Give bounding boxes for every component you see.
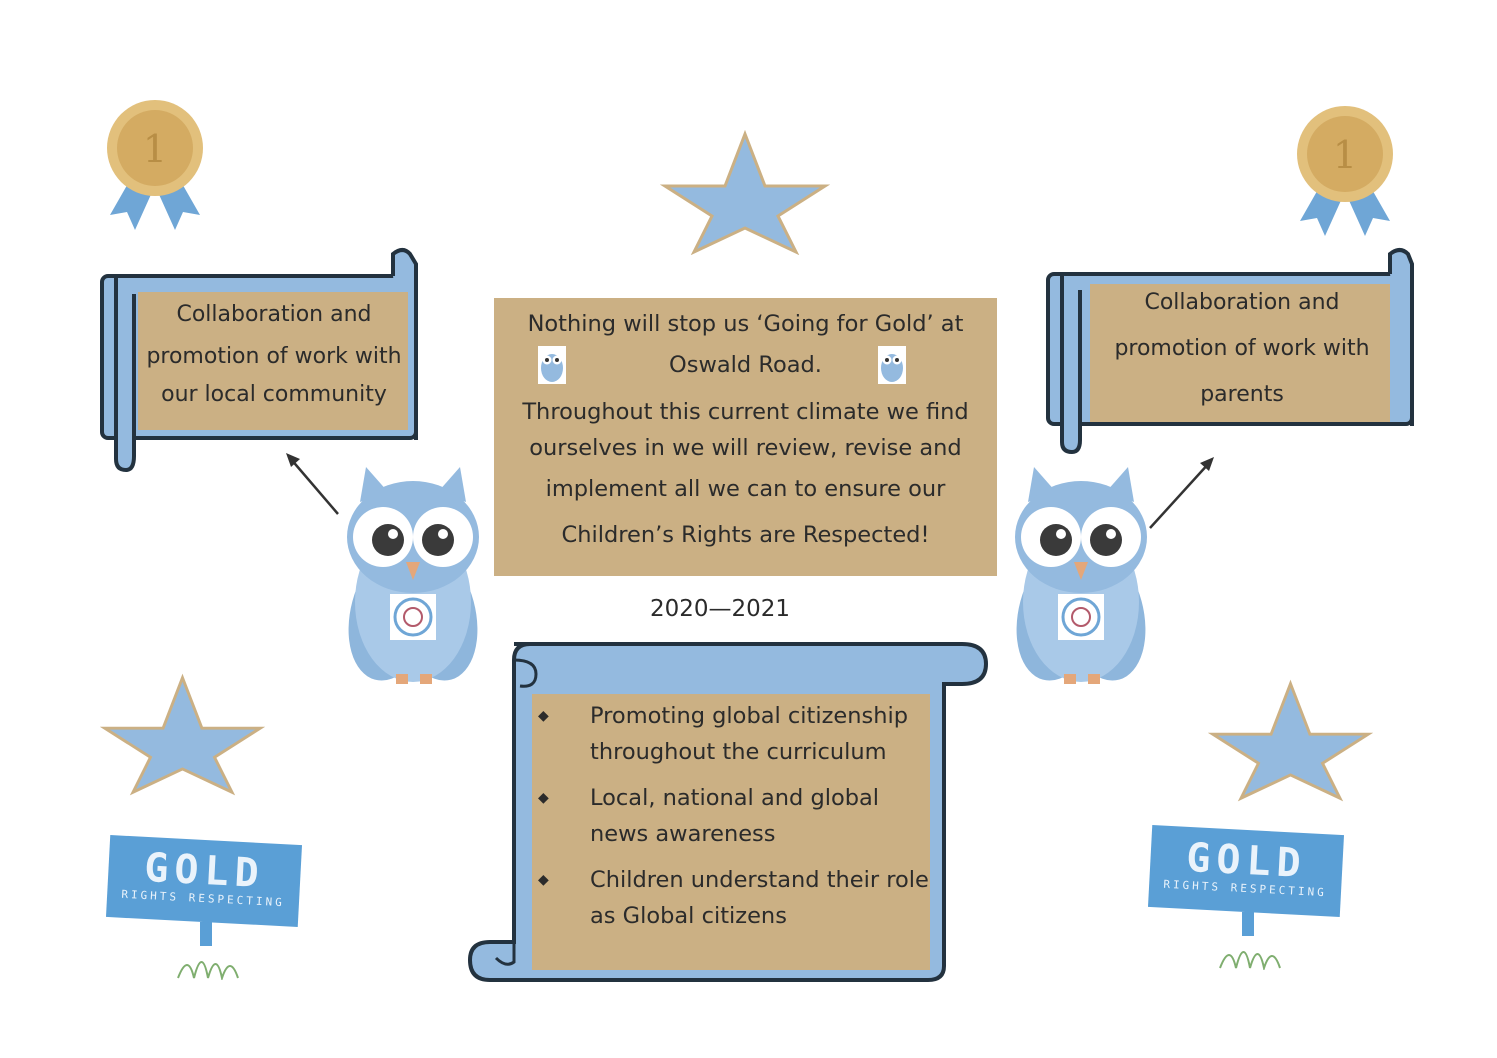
list-item-line: Local, national and global xyxy=(590,785,880,811)
list-item-line: throughout the curriculum xyxy=(590,739,887,765)
grass-icon xyxy=(177,922,239,982)
center-line: Oswald Road. xyxy=(669,352,822,378)
center-line: Nothing will stop us ‘Going for Gold’ at xyxy=(527,311,964,337)
star-icon xyxy=(1208,679,1373,802)
right-scroll-line: parents xyxy=(1200,382,1284,407)
arrow-icon xyxy=(1149,457,1214,529)
year-range: 2020—2021 xyxy=(649,596,791,622)
center-message-box: Nothing will stop us ‘Going for Gold’ at… xyxy=(494,298,997,576)
left-scroll-line: promotion of work with xyxy=(146,344,402,369)
bullet-icon: ◆ xyxy=(538,790,549,806)
medal-icon: 1 xyxy=(1297,106,1393,236)
left-scroll-line: Collaboration and xyxy=(176,302,372,327)
gold-sign-icon: GOLD RIGHTS RESPECTING xyxy=(1147,825,1346,972)
list-item: ◆ Local, national and global news awaren… xyxy=(536,780,936,852)
owl-icon xyxy=(1015,467,1147,684)
gold-sign-icon: GOLD RIGHTS RESPECTING xyxy=(105,835,304,982)
list-item-line: news awareness xyxy=(590,821,776,847)
list-item-line: Promoting global citizenship xyxy=(590,703,909,729)
bullet-icon: ◆ xyxy=(538,708,549,724)
bottom-scroll-frame xyxy=(467,642,989,982)
center-line: Children’s Rights are Respected! xyxy=(561,522,930,548)
center-line: Throughout this current climate we find xyxy=(522,399,969,425)
right-scroll-text: Collaboration and promotion of work with… xyxy=(1092,280,1392,418)
right-scroll-frame xyxy=(1046,248,1414,455)
center-line: implement all we can to ensure our xyxy=(545,476,946,502)
left-scroll-line: our local community xyxy=(161,382,387,407)
arrow-icon xyxy=(286,453,339,515)
medal-icon: 1 xyxy=(107,100,203,230)
bottom-scroll-content: ◆ Promoting global citizenship throughou… xyxy=(536,698,936,944)
right-scroll-line: Collaboration and xyxy=(1144,290,1340,315)
medal-number: 1 xyxy=(1333,133,1357,177)
left-scroll-text: Collaboration and promotion of work with… xyxy=(140,294,408,412)
right-scroll-line: promotion of work with xyxy=(1114,336,1370,361)
center-line: ourselves in we will review, revise and xyxy=(529,435,962,461)
grass-icon xyxy=(1219,912,1281,972)
star-icon xyxy=(660,130,830,255)
bullet-list: ◆ Promoting global citizenship throughou… xyxy=(536,698,936,934)
owl-icon xyxy=(878,346,906,384)
owl-icon xyxy=(538,346,566,384)
list-item: ◆ Promoting global citizenship throughou… xyxy=(536,698,936,770)
list-item-line: Children understand their role xyxy=(590,867,929,893)
left-scroll-frame xyxy=(100,248,418,473)
list-item-line: as Global citizens xyxy=(590,903,787,929)
list-item: ◆ Children understand their role as Glob… xyxy=(536,862,936,934)
owl-icon xyxy=(347,467,479,684)
star-icon xyxy=(100,673,265,796)
bullet-icon: ◆ xyxy=(538,872,549,888)
medal-number: 1 xyxy=(143,127,167,171)
